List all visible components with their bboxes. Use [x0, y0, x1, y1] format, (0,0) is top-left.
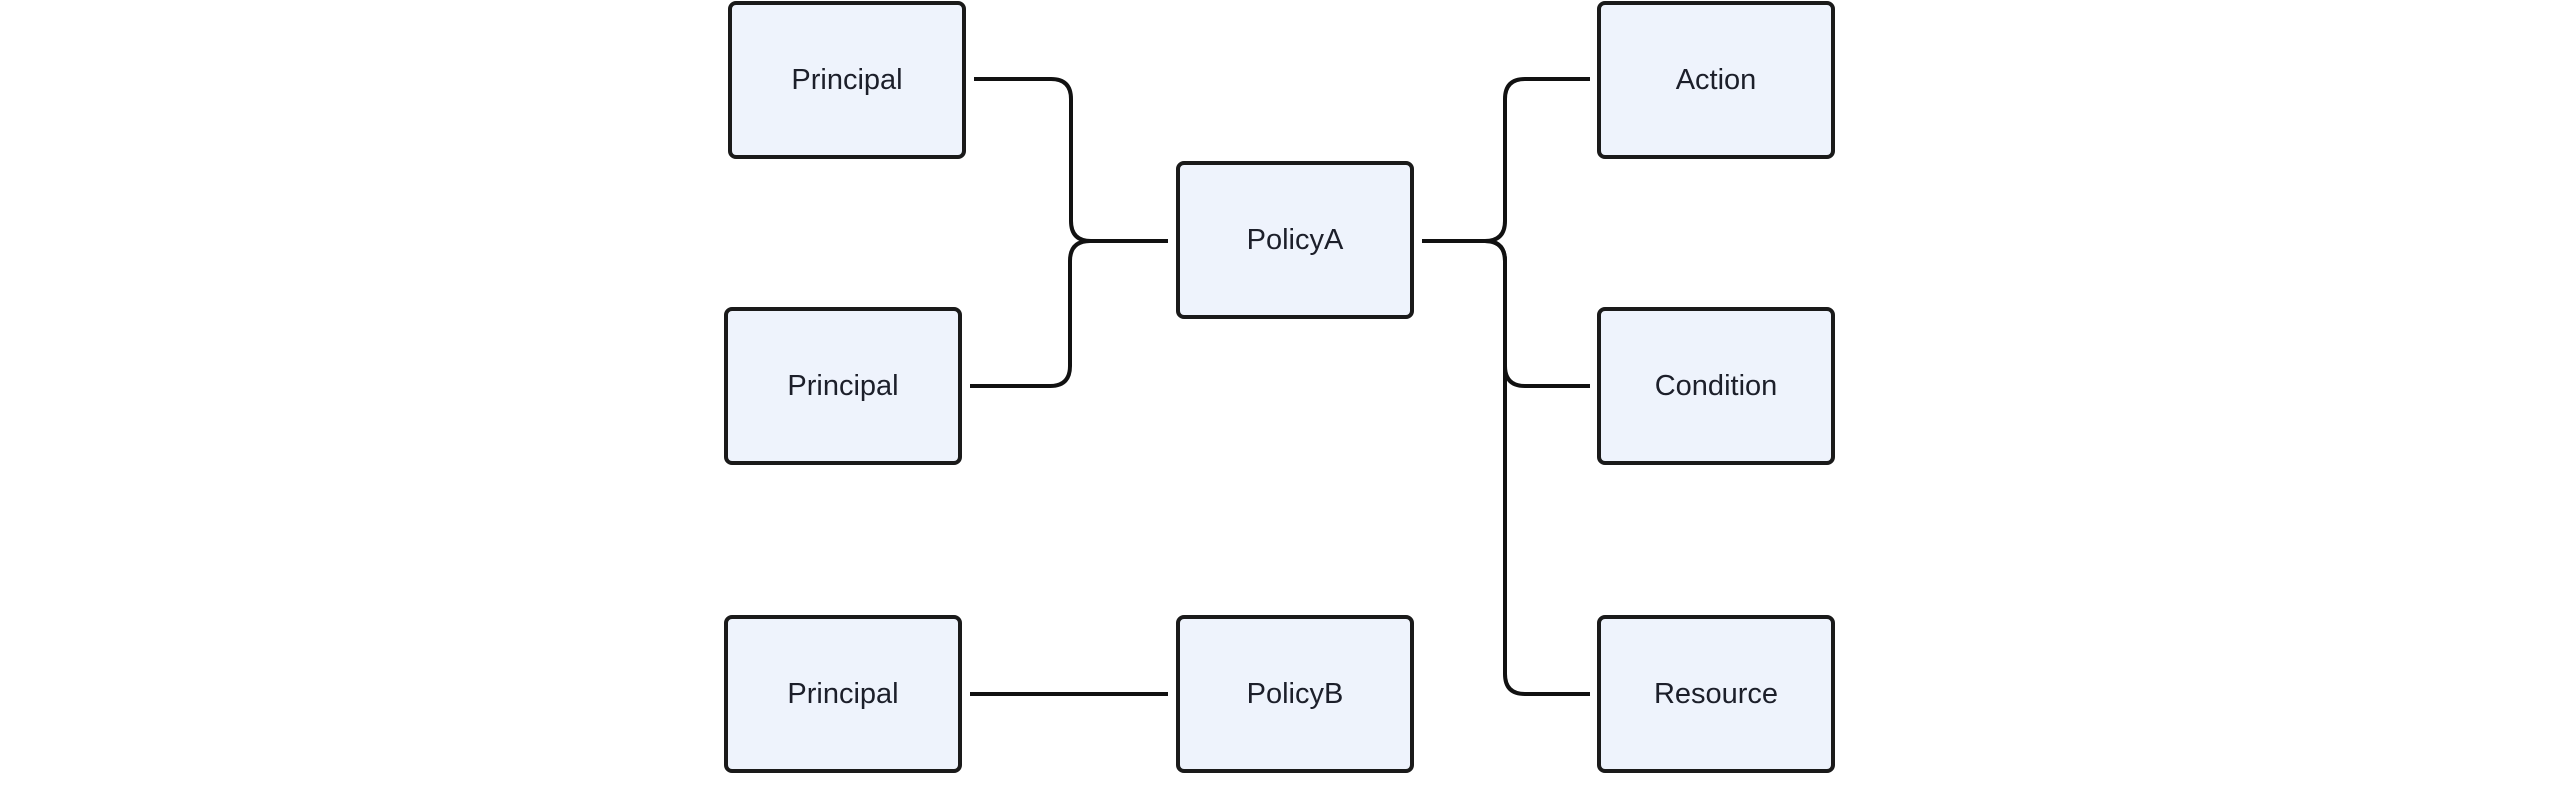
principal-node-2[interactable]: Principal	[724, 307, 962, 465]
policy-b-node-label: PolicyB	[1246, 677, 1344, 710]
policy-a-node-label: PolicyA	[1246, 223, 1344, 256]
edge-policy-a-to-action	[1422, 77, 1590, 243]
edge-principal-2-to-policy-a	[970, 239, 1168, 388]
principal-node-2-label: Principal	[787, 369, 899, 402]
principal-node-1[interactable]: Principal	[728, 1, 966, 159]
policy-a-node[interactable]: PolicyA	[1176, 161, 1414, 319]
edge-principal-1-to-policy-a	[974, 77, 1168, 243]
policy-b-node[interactable]: PolicyB	[1176, 615, 1414, 773]
principal-node-1-label: Principal	[791, 63, 903, 96]
principal-node-3[interactable]: Principal	[724, 615, 962, 773]
condition-node[interactable]: Condition	[1597, 307, 1835, 465]
resource-node-label: Resource	[1653, 677, 1779, 710]
principal-node-3-label: Principal	[787, 677, 899, 710]
resource-node[interactable]: Resource	[1597, 615, 1835, 773]
action-node-label: Action	[1675, 63, 1757, 96]
edge-policy-a-to-resource	[1422, 239, 1590, 696]
condition-node-label: Condition	[1654, 369, 1778, 402]
action-node[interactable]: Action	[1597, 1, 1835, 159]
